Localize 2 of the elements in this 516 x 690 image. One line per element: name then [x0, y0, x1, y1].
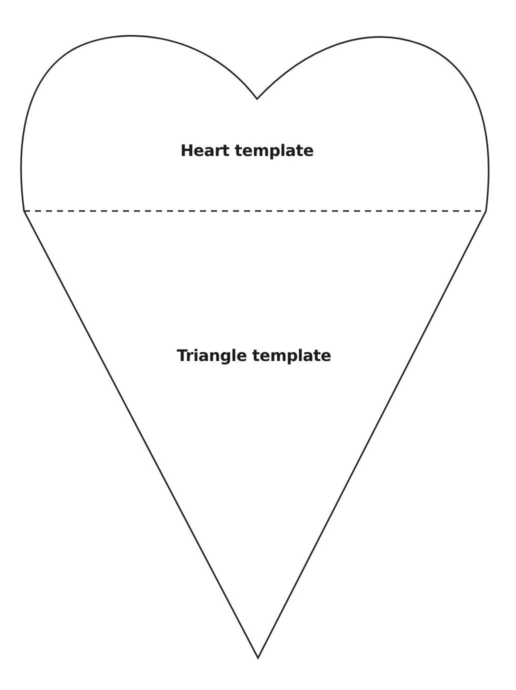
template-label: Triangle template: [176, 346, 332, 365]
template-label: Heart template: [180, 141, 314, 160]
